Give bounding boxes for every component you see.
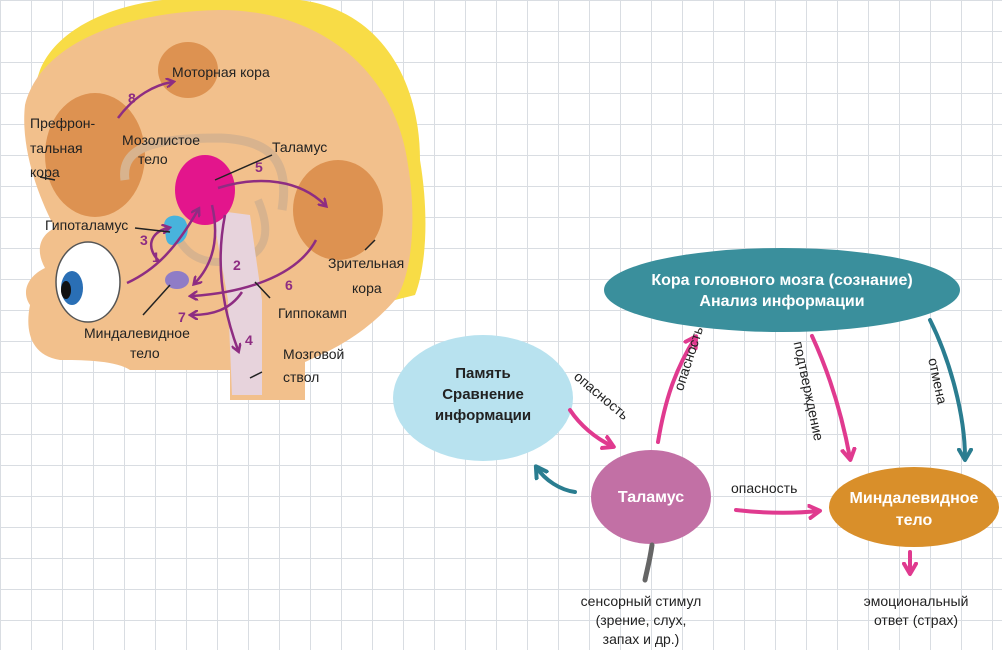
pathway-number-1: 1	[152, 249, 160, 265]
label-amygdala-2: тело	[130, 345, 160, 361]
pathway-arrow-5	[217, 179, 325, 205]
edge-thalamus-to-cortex	[656, 338, 695, 444]
pathway-arrow-8	[116, 82, 172, 119]
corpus-callosum	[120, 133, 289, 211]
label-motor-cortex: Моторная кора	[172, 64, 270, 80]
visual-cortex-lobe	[293, 160, 383, 260]
sensory-line-1: сенсорный стимул	[581, 593, 702, 609]
amygdala-node-line-1: Миндалевидное	[850, 490, 979, 507]
leader-amygdala	[142, 284, 171, 316]
hypothalamus-shape	[164, 215, 188, 245]
pathway-arrow-7	[192, 291, 244, 315]
edge-thalamus-to-memory	[537, 468, 577, 494]
edge-memory-to-thalamus	[568, 408, 612, 446]
edge-label-danger-amygdala: опасность	[731, 480, 797, 496]
flow-diagram: Кора головного мозга (сознание) Анализ и…	[393, 248, 999, 647]
label-brainstem-2: ствол	[283, 369, 319, 385]
sensory-line-3: запах и др.)	[603, 631, 680, 647]
leader-thalamus	[214, 154, 273, 181]
edge-label-danger-cortex: опасность	[670, 324, 706, 392]
pathway-number-4: 4	[245, 332, 253, 348]
label-prefrontal-2: тальная	[30, 140, 83, 156]
label-corpus-callosum-2: тело	[138, 151, 168, 167]
label-visual-cortex-1: Зрительная	[328, 255, 404, 271]
label-amygdala-1: Миндалевидное	[84, 325, 190, 341]
emotion-line-1: эмоциональный	[864, 593, 969, 609]
edge-cortex-to-amygdala-confirm	[810, 334, 850, 458]
leader-visual	[364, 239, 376, 251]
cortex-subtitle: Анализ информации	[699, 293, 864, 310]
label-thalamus: Таламус	[272, 139, 327, 155]
brain-illustration: 1 2 3 4 5 6 7 8 Моторная кора Префрон- т…	[24, 0, 426, 400]
edge-sensory-to-thalamus	[642, 542, 655, 583]
label-visual-cortex-2: кора	[352, 280, 382, 296]
brainstem-shape	[212, 210, 262, 395]
node-cortex	[604, 248, 960, 332]
edge-label-danger-memory: опасность	[571, 368, 632, 423]
pathway-number-2: 2	[233, 257, 241, 273]
pathway-number-5: 5	[255, 159, 263, 175]
pathway-number-8: 8	[128, 90, 136, 106]
pathway-arrow-6	[192, 239, 318, 296]
pupil	[61, 281, 71, 299]
thalamus-shape	[175, 155, 235, 225]
memory-line-1: Память	[455, 365, 511, 382]
label-prefrontal-3: кора	[30, 164, 60, 180]
edge-cortex-to-amygdala-cancel	[928, 318, 965, 458]
amygdala-shape	[165, 271, 189, 289]
leader-brainstem	[249, 371, 263, 379]
leader-hippocampus	[254, 281, 271, 299]
label-hippocampus: Гиппокамп	[278, 305, 347, 321]
prefrontal-cortex-lobe	[45, 93, 145, 217]
sensory-line-2: (зрение, слух,	[596, 612, 687, 628]
pathway-arrow-3	[149, 228, 168, 263]
node-thalamus	[591, 450, 711, 544]
leader-prefrontal	[39, 176, 56, 181]
pathway-arrow-4	[219, 214, 238, 350]
label-hypothalamus: Гипоталамус	[45, 217, 128, 233]
label-brainstem-1: Мозговой	[283, 346, 344, 362]
pathway-arrow-1	[126, 210, 198, 285]
memory-line-3: информации	[435, 407, 531, 424]
amygdala-node-line-2: тело	[896, 512, 933, 529]
pathway-number-3: 3	[140, 232, 148, 248]
pathway-arrow-2	[195, 204, 217, 283]
pathway-number-7: 7	[178, 309, 186, 325]
thalamus-node-label: Таламус	[618, 489, 684, 506]
node-memory	[393, 335, 573, 461]
cortex-title: Кора головного мозга (сознание)	[651, 272, 912, 289]
emotion-line-2: ответ (страх)	[874, 612, 958, 628]
node-amygdala	[829, 467, 999, 547]
edge-thalamus-to-amygdala	[734, 510, 818, 513]
label-corpus-callosum-1: Мозолистое	[122, 132, 200, 148]
pathway-number-6: 6	[285, 277, 293, 293]
memory-line-2: Сравнение	[442, 386, 524, 403]
leader-hypothalamus	[134, 227, 171, 233]
label-prefrontal-1: Префрон-	[30, 115, 95, 131]
